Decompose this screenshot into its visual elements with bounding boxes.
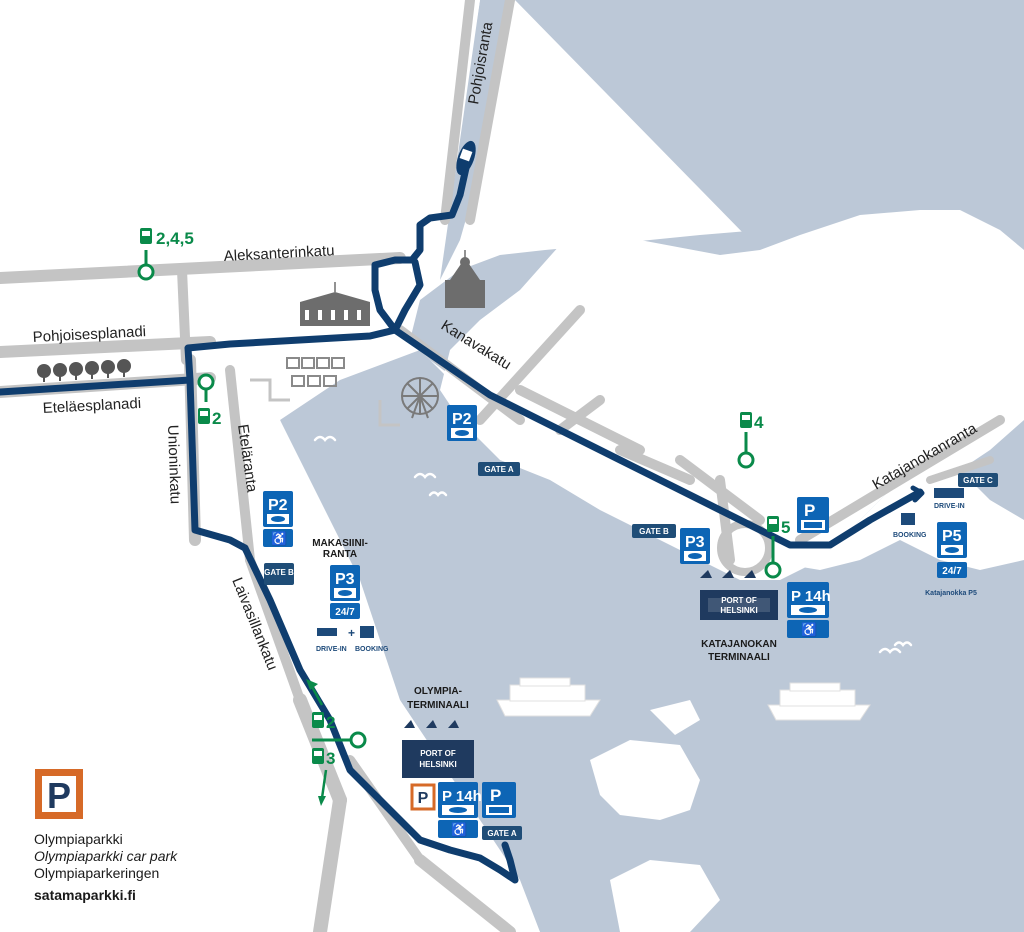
svg-text:KATAJANOKAN: KATAJANOKAN: [701, 639, 777, 650]
olympiaparkki-logo: P: [35, 769, 83, 819]
ferris-wheel-icon: [401, 377, 439, 419]
legend: P Olympiaparkki Olympiaparkki car park O…: [34, 768, 177, 903]
svg-text:P3: P3: [685, 534, 705, 551]
tree-icons: [37, 359, 131, 382]
uspenski-cathedral-icon: [445, 250, 485, 308]
svg-text:HELSINKI: HELSINKI: [419, 760, 456, 769]
legend-name-swedish: Olympiaparkeringen: [34, 865, 160, 881]
gate-a-north: GATE A: [478, 462, 520, 476]
svg-text:P 14h: P 14h: [442, 788, 482, 805]
parking-bus-olympia: P: [482, 782, 516, 818]
street-unioninkatu: Unioninkatu: [164, 425, 184, 505]
svg-text:BOOKING: BOOKING: [893, 532, 927, 539]
svg-text:HELSINKI: HELSINKI: [720, 606, 757, 615]
svg-text:PORT OF: PORT OF: [721, 596, 757, 605]
svg-text:TERMINAALI: TERMINAALI: [708, 652, 770, 663]
ferry-icon-east: [767, 682, 871, 721]
accessible-icon: ♿: [271, 531, 287, 546]
legend-name: Olympiaparkki: [34, 831, 123, 847]
svg-text:RANTA: RANTA: [323, 549, 357, 560]
makasiiniranta-parking: MAKASIINI- RANTA P3 24/7 + DRIVE-IN BOOK…: [312, 538, 389, 653]
svg-text:DRIVE-IN: DRIVE-IN: [316, 646, 347, 653]
street-aleksanterinkatu: Aleksanterinkatu: [223, 242, 335, 265]
svg-text:24/7: 24/7: [942, 566, 962, 577]
katajanokka-terminal: PORT OF HELSINKI KATAJANOKAN TERMINAALI: [700, 570, 778, 663]
parking-p5: DRIVE-IN BOOKING P5 24/7 Katajanokka P5: [893, 488, 977, 597]
harbour-building-outline: [250, 378, 400, 427]
svg-text:24/7: 24/7: [335, 607, 355, 618]
svg-text:P5: P5: [942, 528, 962, 545]
olympia-terminal: OLYMPIA- TERMINAALI PORT OF HELSINKI: [402, 686, 474, 778]
tram-stop-katajanokka-5: 5: [764, 516, 790, 579]
tram-lines-laivasilta-3: 3: [326, 749, 335, 768]
svg-text:Katajanokka P5: Katajanokka P5: [925, 590, 977, 597]
svg-text:GATE B: GATE B: [639, 527, 669, 536]
svg-text:P2: P2: [268, 497, 288, 514]
street-etelaesplanadi: Eteläesplanadi: [42, 395, 141, 417]
ferry-icon-west: [496, 677, 601, 717]
mainland: [0, 0, 540, 932]
driving-route: [0, 146, 925, 884]
tram-lines-laivasilta-2: 2: [326, 713, 335, 732]
street-pohjoisesplanadi: Pohjoisesplanadi: [32, 323, 146, 346]
tram-lines-aleks: 2,4,5: [156, 229, 194, 248]
tram-stop-esplanadi: 2: [197, 373, 221, 428]
svg-text:OLYMPIA-: OLYMPIA-: [414, 686, 462, 697]
gate-a-olympia: GATE A: [482, 826, 522, 840]
plus-icon: +: [348, 626, 355, 640]
north-piers: [495, 40, 555, 185]
parking-p2-north: P2: [447, 405, 477, 441]
svg-text:MAKASIINI-: MAKASIINI-: [312, 538, 368, 549]
tram-lines-kata-5: 5: [781, 518, 790, 537]
seagull-icons: [313, 435, 913, 654]
tram-lines-kata-4: 4: [754, 413, 764, 432]
gate-b-south: GATE B: [264, 563, 294, 585]
tram-lines-esplanadi: 2: [212, 409, 221, 428]
svg-text:BOOKING: BOOKING: [355, 646, 389, 653]
gate-b-katajanokka: GATE B: [632, 524, 676, 538]
accessible-icon-kata: ♿: [801, 622, 817, 637]
islands: [590, 700, 720, 932]
svg-text:P2: P2: [452, 411, 472, 428]
market-stalls-icon: [286, 357, 345, 387]
tram-stop-katajanokka-4: 4: [737, 412, 764, 469]
legend-website-link[interactable]: satamaparkki.fi: [34, 887, 136, 903]
parking-p3-katajanokka: P3: [680, 528, 710, 564]
svg-text:GATE C: GATE C: [963, 476, 993, 485]
accessible-icon-olympia: ♿: [451, 822, 467, 837]
svg-text:P3: P3: [335, 571, 355, 588]
svg-text:P: P: [47, 775, 71, 816]
svg-text:P: P: [490, 786, 501, 805]
svg-text:GATE A: GATE A: [484, 465, 514, 474]
svg-text:GATE A: GATE A: [487, 829, 517, 838]
svg-text:GATE B: GATE B: [264, 568, 294, 577]
svg-text:DRIVE-IN: DRIVE-IN: [934, 503, 965, 510]
parking-p2-south: P2 ♿: [263, 491, 293, 547]
gate-c: GATE C: [958, 473, 998, 487]
tram-stop-laivasilta: 2 3: [306, 679, 367, 806]
parking-bus-katajanokka: P: [797, 497, 829, 533]
legend-name-english: Olympiaparkki car park: [34, 848, 178, 864]
svg-text:TERMINAALI: TERMINAALI: [407, 700, 469, 711]
car-icon: [456, 140, 476, 176]
tram-stop-aleksanterinkatu: 2,4,5: [137, 228, 194, 281]
olympiaparkki-logo-small: P: [410, 783, 436, 811]
parking-14h-katajanokka: P 14h ♿: [787, 582, 831, 638]
svg-text:P: P: [804, 501, 815, 520]
svg-text:PORT OF: PORT OF: [420, 749, 456, 758]
presidential-palace-icon: [300, 282, 370, 326]
svg-text:P: P: [418, 790, 429, 807]
parking-14h-olympia: P 14h ♿: [438, 782, 482, 838]
svg-text:P 14h: P 14h: [791, 588, 831, 605]
